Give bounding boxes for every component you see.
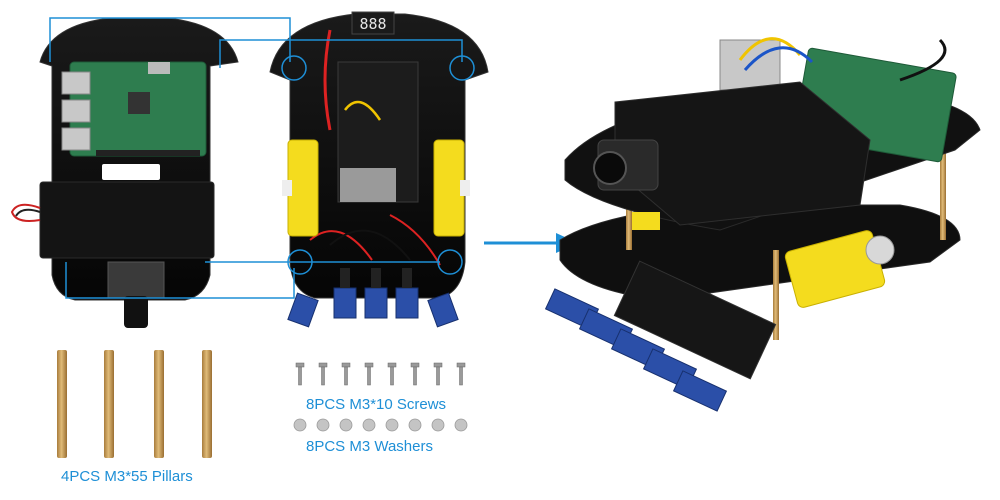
hole-highlight-icon — [281, 55, 307, 81]
line-sensor — [395, 287, 419, 319]
left-motor — [287, 139, 319, 237]
battery-box — [39, 181, 215, 259]
wire-black — [329, 229, 411, 261]
screws-group — [295, 362, 466, 386]
top-plate-assembly — [10, 17, 239, 328]
screw — [295, 362, 305, 386]
plate-slot — [102, 164, 160, 180]
battery-wire — [15, 208, 41, 217]
sensor-pin-header — [402, 268, 412, 288]
screw — [433, 362, 443, 386]
washer — [339, 418, 353, 432]
screws-caption: 8PCS M3*10 Screws — [306, 396, 447, 413]
alignment-guides — [49, 17, 475, 299]
screw — [410, 362, 420, 386]
cpu-chip — [128, 92, 150, 114]
assembled-robot — [544, 37, 981, 412]
brass-pillar — [57, 350, 67, 458]
hole-highlight-icon — [437, 249, 463, 275]
wire-yellow — [344, 100, 382, 121]
line-sensor — [287, 292, 319, 328]
hdmi-port — [148, 62, 170, 74]
usb-port — [61, 71, 91, 95]
washer — [385, 418, 399, 432]
screw — [456, 362, 466, 386]
left-motor-shaft — [282, 180, 292, 196]
gpio-header — [96, 150, 200, 156]
segment-display — [351, 11, 395, 35]
battery-wire — [10, 203, 41, 222]
washer — [316, 418, 330, 432]
robot-pillar — [940, 130, 946, 240]
wire-red — [389, 214, 441, 266]
robot-wires — [899, 38, 947, 82]
line-sensor-array — [287, 268, 459, 328]
washer — [431, 418, 445, 432]
washers-caption: 8PCS M3 Washers — [306, 438, 433, 455]
line-sensor — [427, 292, 459, 328]
screw — [318, 362, 328, 386]
guide-line — [219, 39, 463, 68]
brass-pillar — [104, 350, 114, 458]
robot-wires — [743, 46, 814, 71]
line-sensor — [333, 287, 357, 319]
lower-plate — [559, 204, 961, 301]
brass-pillar — [202, 350, 212, 458]
hole-highlight-icon — [287, 249, 313, 275]
washer — [362, 418, 376, 432]
camera-lens — [124, 296, 148, 328]
pillars-caption: 4PCS M3*55 Pillars — [61, 468, 193, 485]
screw — [364, 362, 374, 386]
robot-pillar — [626, 180, 632, 250]
washer — [293, 418, 307, 432]
robot-yellow-tab — [632, 212, 660, 230]
robot-sensor — [672, 370, 728, 412]
sensor-pin-header — [340, 268, 350, 288]
right-motor — [433, 139, 465, 237]
robot-motor-cap — [865, 235, 895, 265]
robot-sensor-board — [613, 260, 777, 380]
robot-sensor-array — [544, 288, 728, 412]
guide-line — [65, 262, 295, 299]
bottom-plate-assembly: 888 — [269, 11, 489, 328]
robot-camera-lens — [593, 151, 627, 185]
usb-port — [61, 99, 91, 123]
screw — [341, 362, 351, 386]
hole-highlight-icon — [449, 55, 475, 81]
wifi-module — [340, 168, 396, 202]
washer — [454, 418, 468, 432]
line-sensor — [364, 287, 388, 319]
screw — [387, 362, 397, 386]
pillars-group — [57, 350, 212, 458]
segment-display-digits: 888 — [359, 15, 386, 33]
washer — [408, 418, 422, 432]
right-motor-shaft — [460, 180, 470, 196]
robot-pillar — [773, 250, 779, 340]
camera-module — [107, 261, 165, 299]
usb-port — [61, 127, 91, 151]
washers-group — [293, 418, 468, 432]
sensor-pin-header — [371, 268, 381, 288]
brass-pillar — [154, 350, 164, 458]
